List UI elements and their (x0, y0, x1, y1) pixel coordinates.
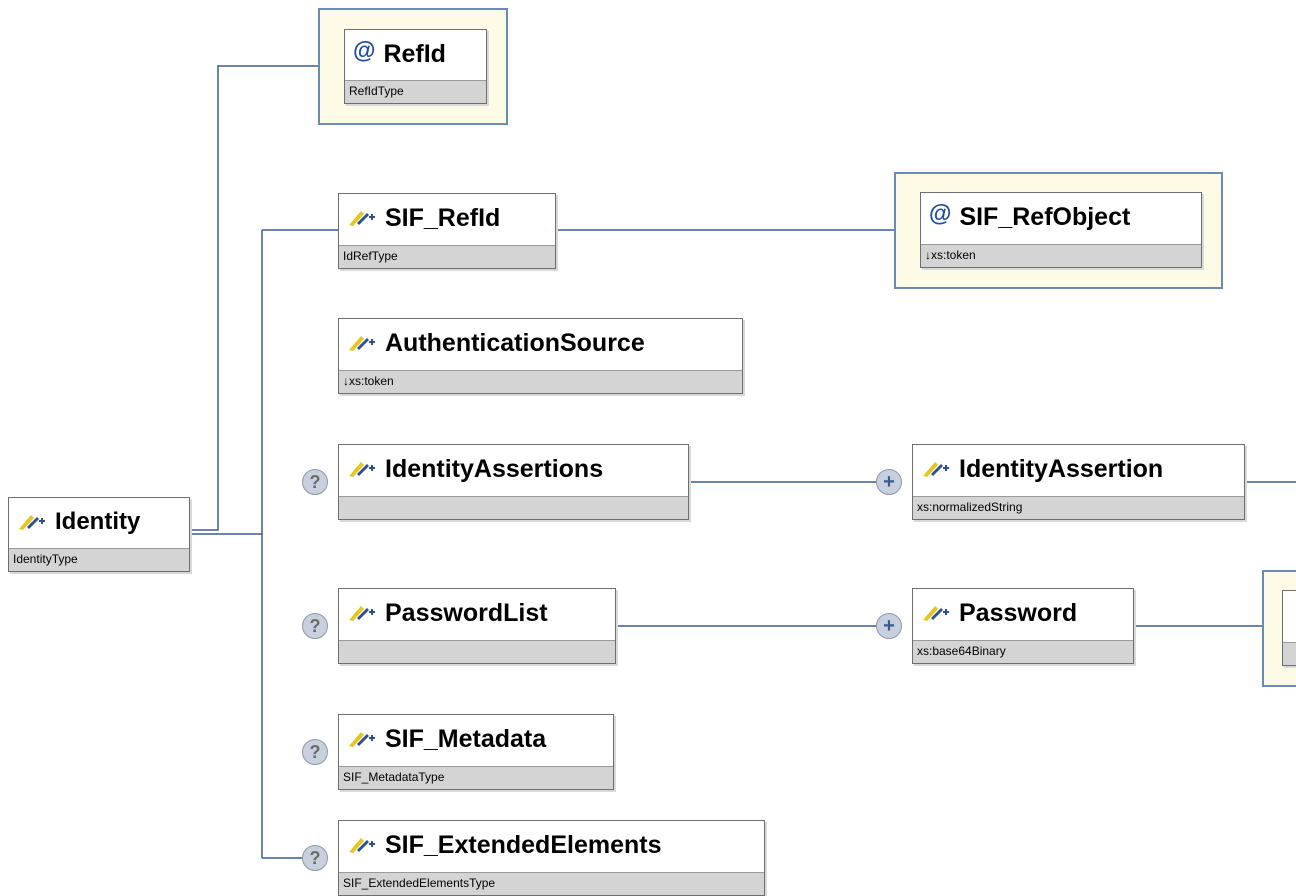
element-type: xs:base64Binary (913, 640, 1133, 663)
element-name: SIF_RefId (385, 203, 501, 232)
element-name: IdentityAssertion (959, 454, 1164, 483)
attribute-name: RefId (383, 39, 446, 68)
element-arrow-icon (349, 606, 375, 621)
element-sif-metadata[interactable]: SIF_Metadata SIF_MetadataType (338, 714, 614, 790)
element-password[interactable]: Password xs:base64Binary (912, 588, 1134, 664)
optional-badge: ? (302, 469, 328, 495)
attribute-name: SIF_RefObject (959, 202, 1131, 231)
element-arrow-icon (349, 336, 375, 351)
optional-badge: ? (302, 739, 328, 765)
element-name: IdentityAssertions (385, 454, 604, 483)
element-identity[interactable]: Identity IdentityType (8, 497, 190, 572)
element-authentication-source[interactable]: AuthenticationSource ↓xs:token (338, 318, 743, 394)
element-password-list[interactable]: PasswordList (338, 588, 616, 664)
optional-badge: ? (302, 613, 328, 639)
attribute-refid[interactable]: @ RefId RefIdType (344, 29, 487, 104)
element-type: ↓xs:token (339, 370, 742, 393)
element-arrow-icon (349, 462, 375, 477)
element-identity-assertions[interactable]: IdentityAssertions (338, 444, 689, 520)
element-type: SIF_MetadataType (339, 766, 613, 789)
element-sif-extended-elements[interactable]: SIF_ExtendedElements SIF_ExtendedElement… (338, 820, 765, 896)
expand-badge[interactable]: + (876, 469, 902, 495)
attribute-clipped (1282, 590, 1296, 666)
attribute-type: RefIdType (345, 80, 486, 103)
element-identity-assertion[interactable]: IdentityAssertion xs:normalizedString (912, 444, 1245, 520)
element-type: xs:normalizedString (913, 496, 1244, 519)
element-arrow-icon (349, 211, 375, 226)
element-name: Identity (55, 508, 141, 535)
element-name: SIF_Metadata (385, 724, 547, 753)
element-name: SIF_ExtendedElements (385, 830, 662, 859)
element-type: IdRefType (339, 245, 555, 268)
attribute-type: ↓xs:token (921, 244, 1201, 267)
element-name: AuthenticationSource (385, 328, 645, 357)
element-type: IdentityType (9, 548, 189, 571)
element-arrow-icon (923, 606, 949, 621)
element-type (339, 640, 615, 663)
attribute-sif-refobject[interactable]: @ SIF_RefObject ↓xs:token (920, 192, 1202, 268)
expand-badge[interactable]: + (876, 613, 902, 639)
optional-badge: ? (302, 845, 328, 871)
element-arrow-icon (19, 515, 45, 530)
at-sign-icon: @ (353, 36, 376, 63)
element-type: SIF_ExtendedElementsType (339, 872, 764, 895)
element-arrow-icon (349, 732, 375, 747)
element-name: PasswordList (385, 598, 548, 627)
element-name: Password (959, 598, 1078, 627)
attribute-type-band (1283, 642, 1296, 665)
element-type (339, 496, 688, 519)
at-sign-icon: @ (929, 199, 952, 226)
element-arrow-icon (349, 838, 375, 853)
element-sif-refid[interactable]: SIF_RefId IdRefType (338, 193, 556, 269)
element-arrow-icon (923, 462, 949, 477)
